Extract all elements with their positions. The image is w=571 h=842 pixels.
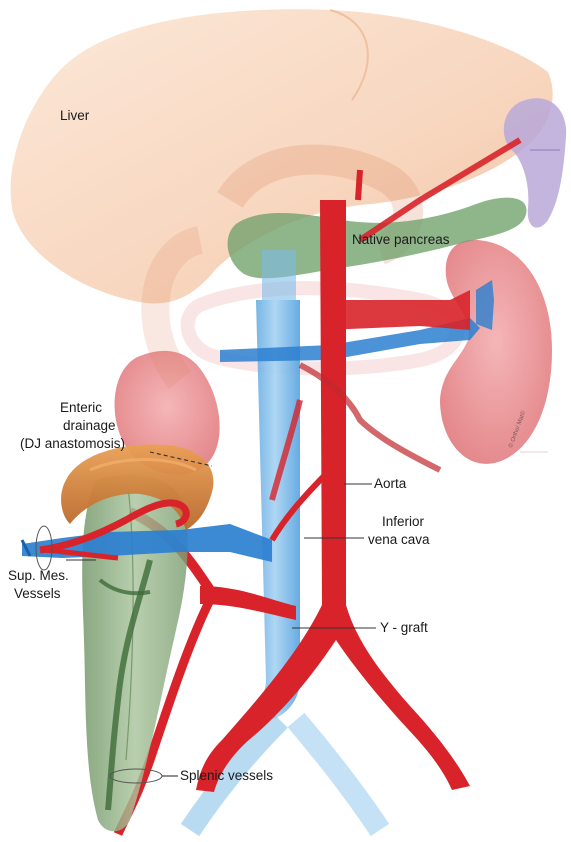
label-y-graft: Y - graft [380,620,428,635]
label-native-pancreas: Native pancreas [352,232,450,247]
graft-pancreas [82,475,187,831]
label-aorta: Aorta [374,476,407,491]
left-kidney: © Ortho/ Mat© [440,240,552,464]
label-enteric-line1: Enteric [60,400,102,415]
label-sup-mes-line2: Vessels [14,586,61,601]
label-liver: Liver [60,108,90,123]
label-ivc-line2: vena cava [368,532,430,547]
label-splenic-vessels: Splenic vessels [180,768,273,783]
label-sup-mes-line1: Sup. Mes. [8,568,69,583]
label-enteric-line3: (DJ anastomosis) [20,436,125,451]
label-enteric-line2: drainage [63,418,116,433]
label-ivc-line1: Inferior [382,514,425,529]
